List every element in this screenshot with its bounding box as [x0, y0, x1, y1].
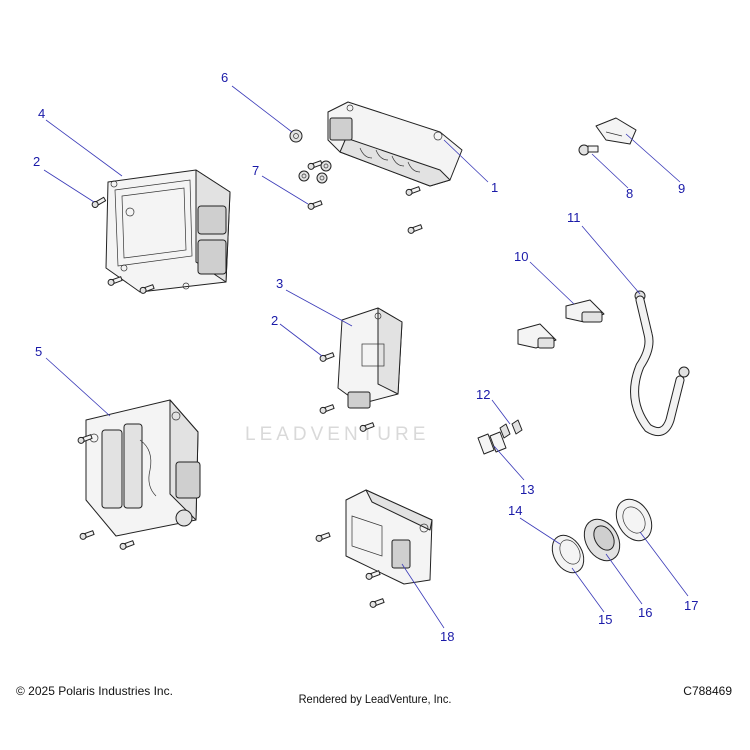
- part-11-cable[interactable]: [630, 290, 690, 437]
- part-4-ecu-module[interactable]: [105, 169, 231, 293]
- screw: [79, 530, 95, 540]
- part-13-terminal[interactable]: [477, 431, 507, 455]
- part-8-screw[interactable]: [578, 144, 599, 156]
- part-15-outlet-cap[interactable]: [546, 530, 590, 579]
- callout-16[interactable]: 16: [638, 605, 652, 620]
- callout-2[interactable]: 2: [33, 154, 40, 169]
- screw: [107, 276, 123, 286]
- callout-5[interactable]: 5: [35, 344, 42, 359]
- callout-9[interactable]: 9: [678, 181, 685, 196]
- part-1-relay-block[interactable]: [327, 101, 463, 187]
- callout-10[interactable]: 10: [514, 249, 528, 264]
- callout-15[interactable]: 15: [598, 612, 612, 627]
- callout-11[interactable]: 11: [567, 210, 581, 225]
- callout-labels: 1 2 2 3 4 5 6 7 8 9 10 11 12 13 14 15 16…: [33, 70, 698, 644]
- nut: [289, 129, 303, 143]
- part-18-module[interactable]: [345, 489, 433, 585]
- callout-12[interactable]: 12: [476, 387, 490, 402]
- nut: [298, 170, 310, 182]
- screw: [77, 434, 93, 444]
- rendered-by-text: Rendered by LeadVenture, Inc.: [298, 692, 452, 706]
- part-9-bracket[interactable]: [595, 117, 637, 145]
- copyright-text: © 2025 Polaris Industries Inc.: [16, 684, 173, 698]
- part-16-outlet-socket[interactable]: [577, 513, 627, 567]
- screw: [315, 532, 331, 542]
- nut: [320, 160, 332, 172]
- part-5-control-module[interactable]: [85, 399, 201, 537]
- callout-8[interactable]: 8: [626, 186, 633, 201]
- screw: [405, 186, 421, 196]
- screw: [359, 422, 375, 432]
- callout-4[interactable]: 4: [38, 106, 45, 121]
- screw-group: [77, 129, 423, 608]
- screw: [139, 284, 155, 294]
- screw: [319, 404, 335, 414]
- screw: [119, 540, 135, 550]
- callout-17[interactable]: 17: [684, 598, 698, 613]
- screw: [307, 160, 323, 170]
- screw: [369, 598, 385, 608]
- screw: [307, 200, 323, 210]
- diagram-id: C788469: [683, 684, 732, 698]
- part-17-outlet-nut[interactable]: [609, 493, 659, 547]
- leader-lines: [43, 85, 689, 629]
- screw: [319, 352, 335, 362]
- watermark: LEADVENTURE: [245, 424, 429, 445]
- nut: [316, 172, 328, 184]
- screw: [365, 570, 381, 580]
- callout-18[interactable]: 18: [440, 629, 454, 644]
- callout-14[interactable]: 14: [508, 503, 522, 518]
- callout-7[interactable]: 7: [252, 163, 259, 178]
- part-10-sensor[interactable]: [517, 299, 605, 349]
- screw: [91, 196, 107, 208]
- part-12-clip[interactable]: [499, 419, 523, 439]
- callout-2[interactable]: 2: [271, 313, 278, 328]
- screw: [407, 224, 423, 234]
- callout-3[interactable]: 3: [276, 276, 283, 291]
- part-3-module[interactable]: [337, 307, 403, 409]
- callout-1[interactable]: 1: [491, 180, 498, 195]
- callout-13[interactable]: 13: [520, 482, 534, 497]
- callout-6[interactable]: 6: [221, 70, 228, 85]
